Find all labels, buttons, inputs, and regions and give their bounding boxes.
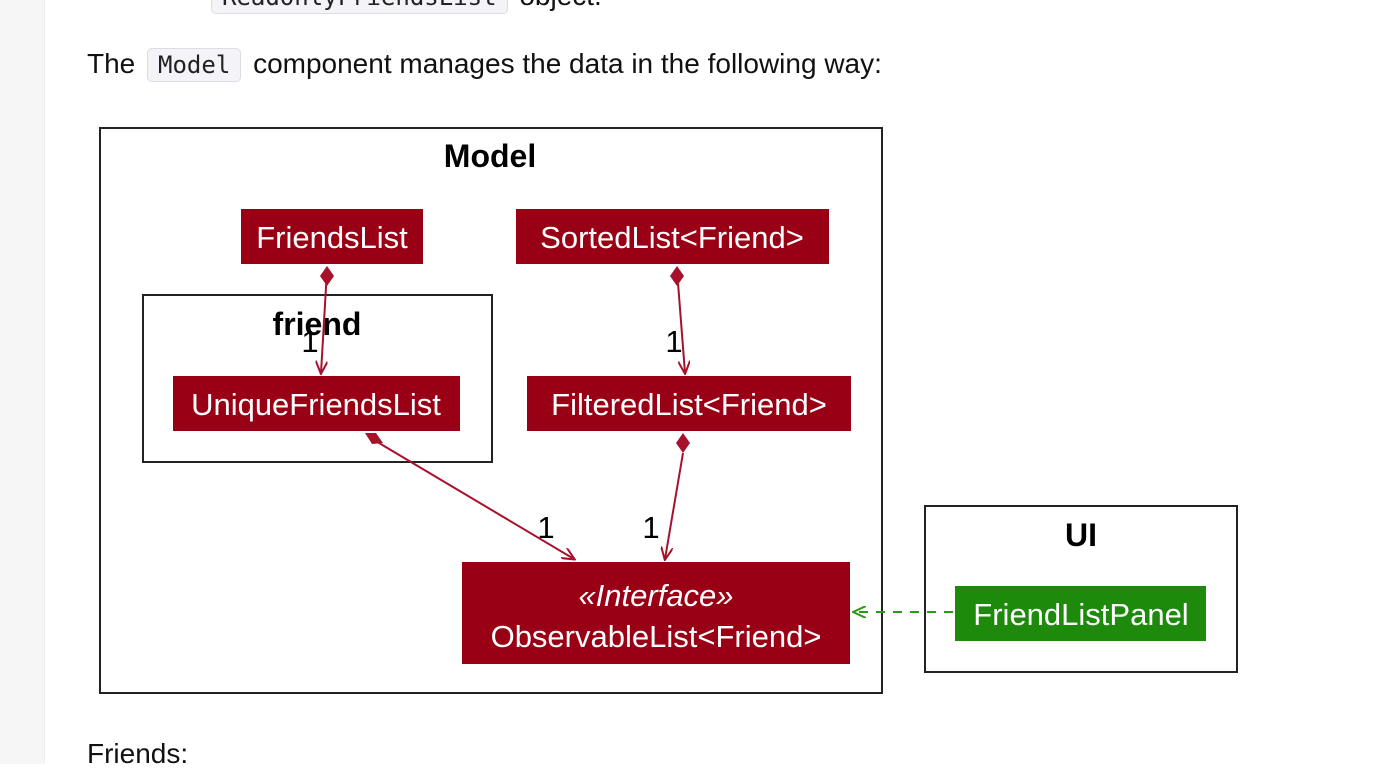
previous-paragraph-fragment: ReadOnlyFriendsList object. [87, 0, 602, 15]
filtered-list-label: FilteredList<Friend> [551, 387, 827, 422]
filtered-to-observable-composition [665, 452, 684, 559]
model-code: Model [147, 48, 242, 82]
sorted-to-filtered-composition [676, 269, 685, 373]
friend-list-panel-label: FriendListPanel [973, 597, 1188, 632]
observable-list-label: ObservableList<Friend> [491, 619, 822, 654]
sorted-list-class [516, 209, 829, 264]
sorted-filtered-multiplicity: 1 [665, 324, 682, 359]
filtered-list-diamond-icon [676, 433, 690, 453]
page-gutter [0, 0, 45, 764]
unique-friends-list-diamond-icon [365, 433, 383, 444]
model-package-title: Model [444, 138, 536, 174]
observable-list-interface [462, 562, 850, 664]
filtered-observable-multiplicity: 1 [642, 510, 659, 545]
sorted-list-diamond-icon [670, 266, 684, 286]
ui-package-title: UI [1065, 517, 1097, 553]
sorted-list-label: SortedList<Friend> [540, 220, 804, 255]
unique-friends-list-class [173, 376, 460, 431]
intro-suffix: component manages the data in the follow… [253, 48, 882, 79]
friends-list-label: FriendsList [256, 220, 408, 255]
unique-friends-list-label: UniqueFriendsList [191, 387, 441, 422]
intro-prefix: The [87, 48, 136, 79]
previous-paragraph-text: object. [519, 0, 602, 11]
friend-package-title: friend [273, 306, 362, 342]
unique-to-observable-composition [373, 439, 574, 559]
friends-unique-multiplicity: 1 [301, 324, 318, 359]
friends-list-class [241, 209, 423, 264]
filtered-list-class [527, 376, 851, 431]
friends-list-diamond-icon [320, 266, 334, 286]
friend-list-panel-class [955, 586, 1206, 641]
friends-heading: Friends: [87, 738, 189, 769]
friends-to-unique-composition [321, 269, 328, 373]
interface-stereotype: «Interface» [578, 578, 733, 613]
intro-paragraph: The Model component manages the data in … [87, 46, 882, 83]
read-only-friends-list-code: ReadOnlyFriendsList [211, 0, 508, 14]
unique-observable-multiplicity: 1 [537, 510, 554, 545]
